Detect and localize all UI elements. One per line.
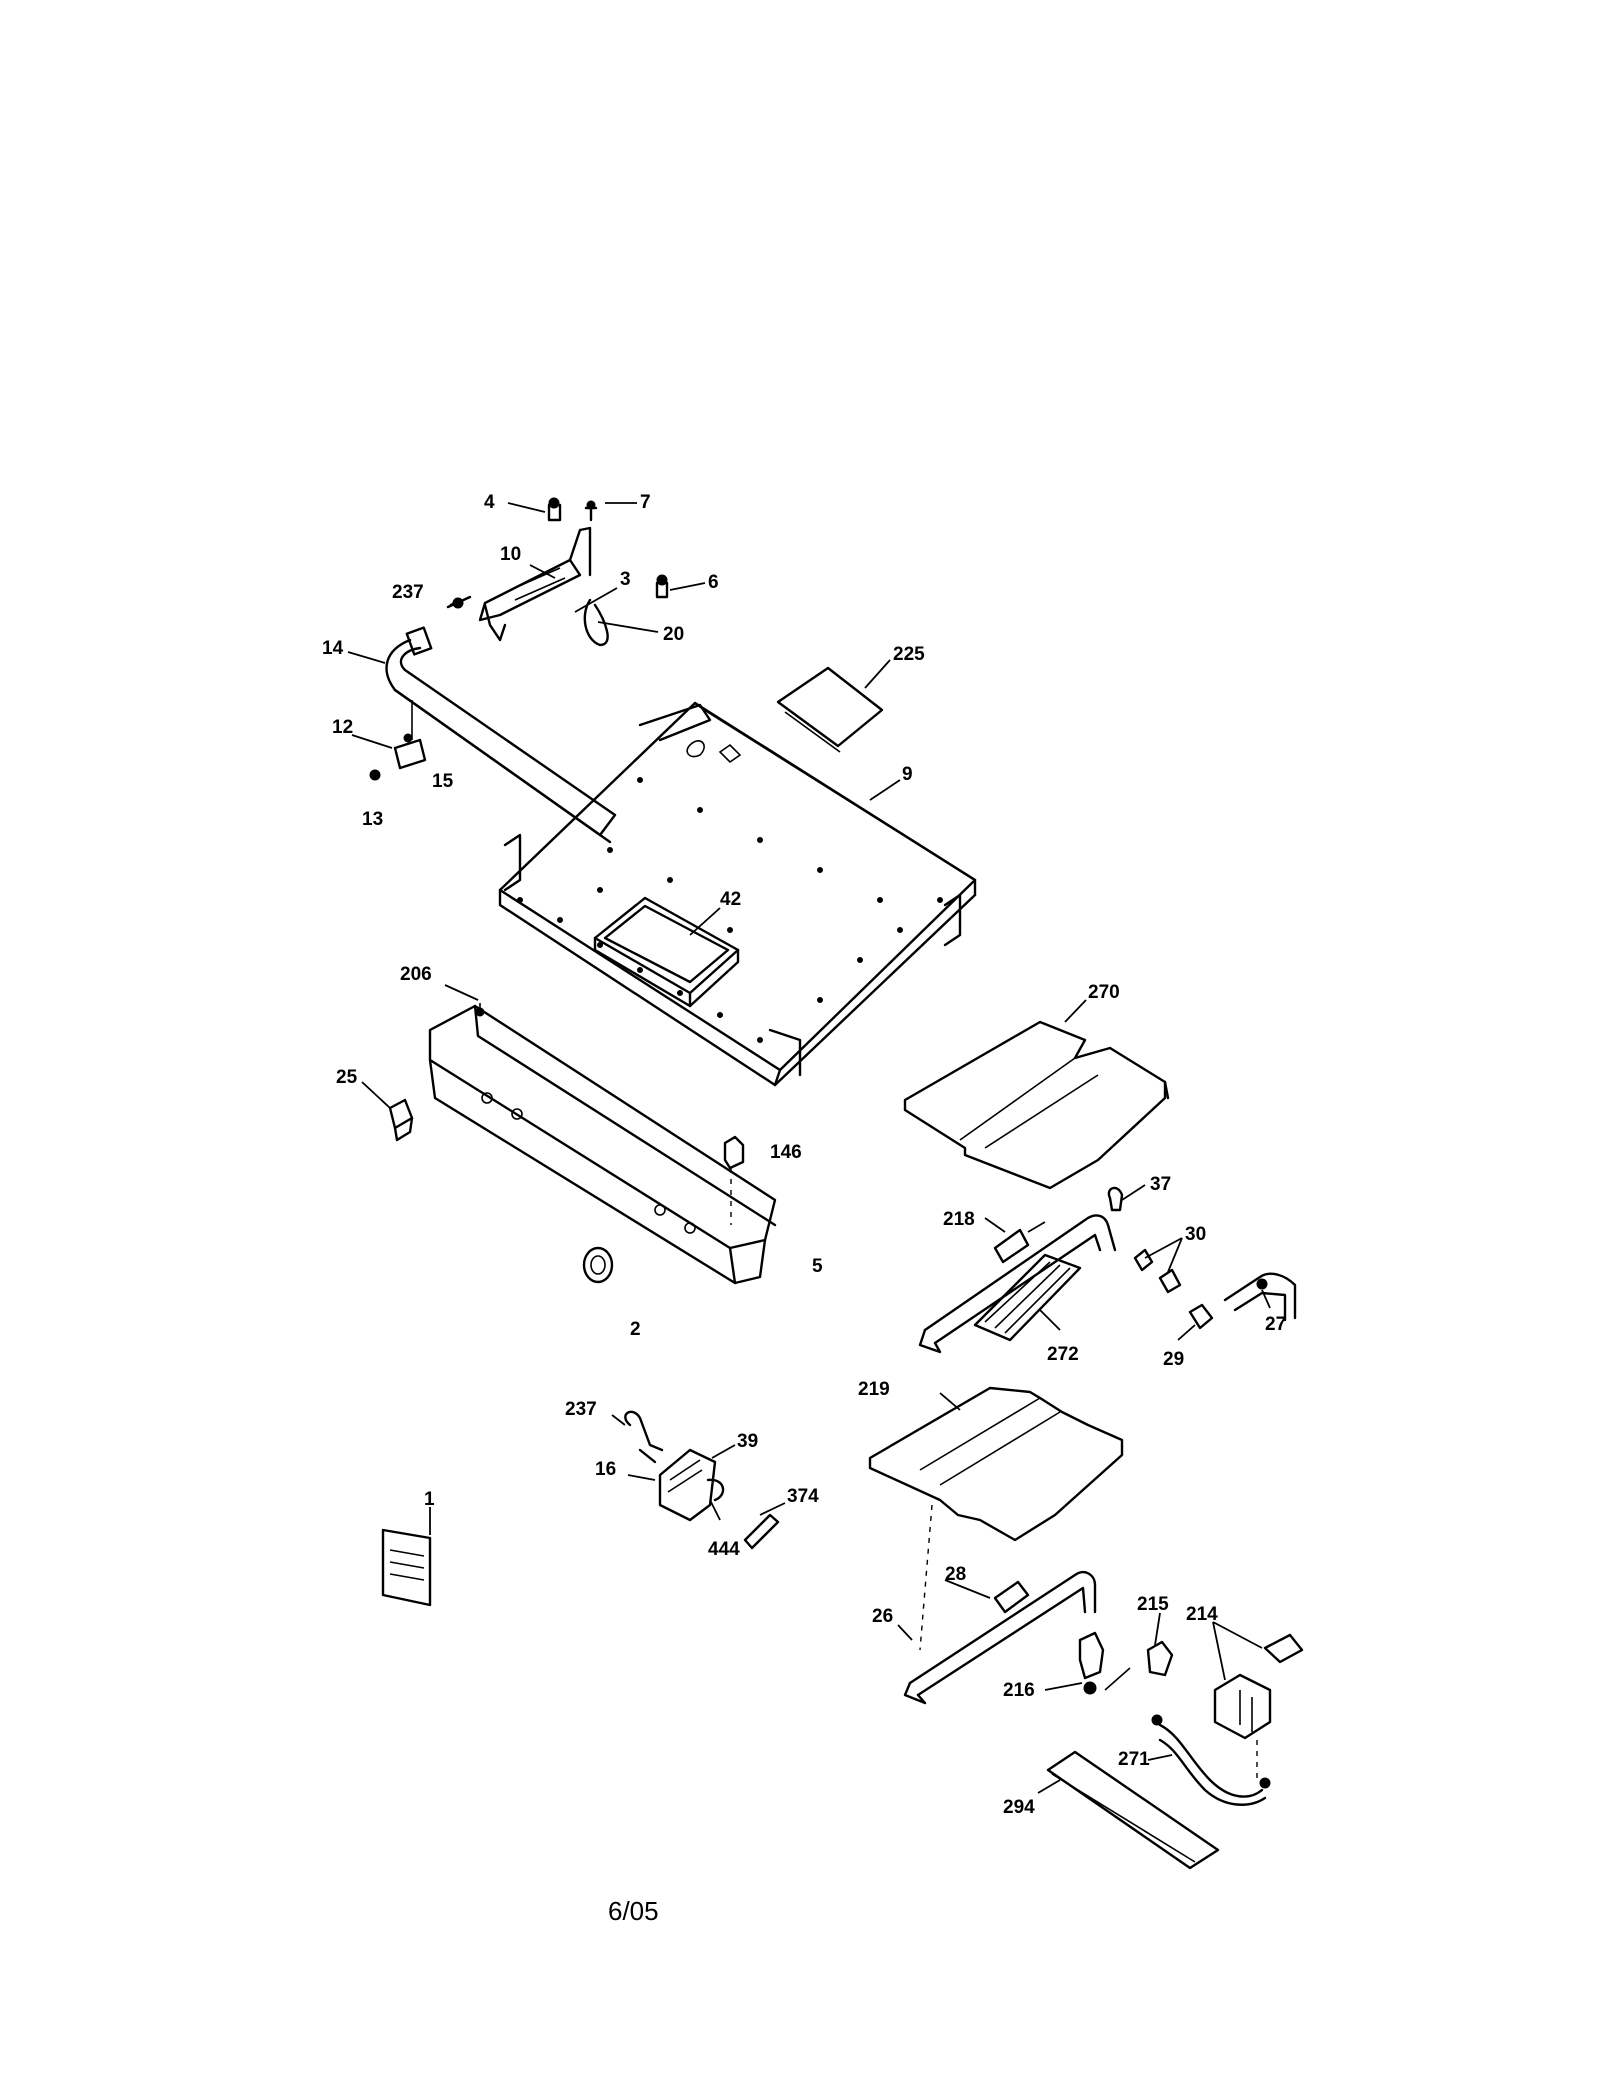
- part-1-manual: [381, 1528, 432, 1607]
- callout-13: 13: [362, 809, 383, 830]
- manifold-panel: [388, 1003, 777, 1285]
- callout-25: 25: [336, 1067, 358, 1088]
- broil-burner-assembly: [903, 1571, 1131, 1705]
- callout-29: 29: [1163, 1349, 1184, 1370]
- callout-214: 214: [1186, 1604, 1218, 1625]
- burner-box-tray: [498, 701, 977, 1087]
- callout-14: 14: [322, 638, 344, 659]
- date-code: 6/05: [608, 1896, 659, 1926]
- callout-216: 216: [1003, 1680, 1035, 1701]
- oven-valve-assembly: [624, 1410, 780, 1550]
- part-225-plate: [776, 666, 884, 753]
- callout-2: 2: [630, 1319, 641, 1340]
- callout-270: 270: [1088, 982, 1120, 1003]
- callout-10: 10: [500, 544, 521, 565]
- part-219-shield: [868, 1386, 1124, 1651]
- callout-15: 15: [432, 771, 454, 792]
- callout-4: 4: [484, 492, 495, 513]
- callout-215: 215: [1137, 1594, 1169, 1615]
- callout-6: 6: [708, 572, 719, 593]
- callout-237-top: 237: [392, 582, 424, 603]
- callout-1: 1: [424, 1489, 435, 1510]
- callout-20: 20: [663, 624, 684, 645]
- callout-237-valve: 237: [565, 1399, 597, 1420]
- callout-444: 444: [708, 1539, 740, 1560]
- callout-labels: 4 7 10 3 6 237 20 14 225 12 15 13 9 42 2…: [322, 492, 1286, 1818]
- callout-206: 206: [400, 964, 432, 985]
- callout-146: 146: [770, 1142, 802, 1163]
- callout-39: 39: [737, 1431, 758, 1452]
- callout-271: 271: [1118, 1749, 1150, 1770]
- oven-burner-assembly: [918, 1186, 1297, 1354]
- callout-28: 28: [945, 1564, 966, 1585]
- callout-9: 9: [902, 764, 913, 785]
- callout-7: 7: [640, 492, 651, 513]
- leader-lines: [347, 502, 1271, 1794]
- callout-12: 12: [332, 717, 353, 738]
- callout-218: 218: [943, 1209, 975, 1230]
- callout-219: 219: [858, 1379, 890, 1400]
- callout-294: 294: [1003, 1797, 1035, 1818]
- callout-374: 374: [787, 1486, 819, 1507]
- callout-272: 272: [1047, 1344, 1079, 1365]
- safety-valve-assembly: [1046, 1633, 1304, 1870]
- part-42-inner-frame: [593, 896, 740, 1008]
- callout-225: 225: [893, 644, 925, 665]
- callout-37: 37: [1150, 1174, 1171, 1195]
- callout-5: 5: [812, 1256, 823, 1277]
- burner-bracket-assembly: [369, 497, 669, 844]
- callout-30: 30: [1185, 1224, 1206, 1245]
- callout-27: 27: [1265, 1314, 1286, 1335]
- callout-26: 26: [872, 1606, 893, 1627]
- callout-16: 16: [595, 1459, 616, 1480]
- part-270-shield: [903, 1020, 1170, 1190]
- callout-42: 42: [720, 889, 741, 910]
- callout-3: 3: [620, 569, 631, 590]
